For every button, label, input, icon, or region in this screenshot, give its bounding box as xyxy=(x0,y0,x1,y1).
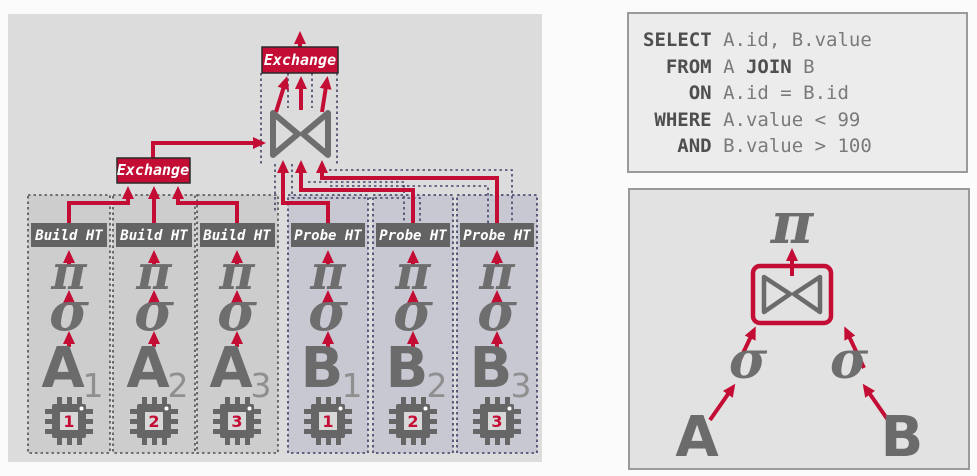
project-symbol: π xyxy=(770,190,815,257)
cpu-chip-icon: 3 xyxy=(213,397,261,445)
table-label: B xyxy=(881,405,924,468)
sql-text: A.value < 99 xyxy=(711,108,861,131)
pipeline-b2: Probe HT π σ B 2 2 xyxy=(376,223,450,445)
table-subscript: 2 xyxy=(168,366,189,405)
select-symbol: σ xyxy=(308,279,348,343)
select-symbol: σ xyxy=(217,279,257,343)
table-to-select-arrow xyxy=(862,383,890,422)
sql-keyword: SELECT xyxy=(643,29,712,51)
probe1-to-join-arrow xyxy=(277,160,330,223)
logical-plan-diagram: π σ σ A B xyxy=(675,190,924,468)
build3-to-exchange-arrow xyxy=(172,186,239,223)
join-box xyxy=(750,263,834,326)
cpu-chip-icon: 1 xyxy=(304,397,352,445)
sql-keyword: ON xyxy=(688,82,712,104)
table-subscript: 3 xyxy=(511,366,532,405)
table-label: A xyxy=(675,405,719,468)
sql-line: SELECT A.id, B.value xyxy=(643,27,952,54)
stage-box xyxy=(376,223,450,247)
select-symbol: σ xyxy=(477,279,517,343)
core-number: 3 xyxy=(231,412,242,431)
exchange-top-label: Exchange xyxy=(264,51,336,69)
pipeline-b3: Probe HT π σ B 3 3 xyxy=(460,223,534,445)
select-symbol: σ xyxy=(729,330,768,391)
sql-text: A.id = B.id xyxy=(711,82,849,104)
probe3-pipe-edge xyxy=(330,185,489,223)
cpu-chip-icon: 2 xyxy=(130,397,178,445)
cpu-chip-icon: 1 xyxy=(45,397,93,445)
stage-label: Probe HT xyxy=(294,228,362,244)
table-label: A xyxy=(126,336,170,401)
build1-to-exchange-arrow xyxy=(67,186,134,223)
select-to-join-arrow xyxy=(844,326,866,369)
stage-label: Probe HT xyxy=(379,228,447,244)
sql-line: ON A.id = B.id xyxy=(643,80,952,107)
stage-label: Probe HT xyxy=(463,228,531,244)
probe3-to-join-arrow xyxy=(316,160,499,223)
sql-line: AND B.value > 100 xyxy=(643,133,952,160)
sql-line: WHERE A.value < 99 xyxy=(643,107,952,134)
core-number: 3 xyxy=(491,412,502,431)
stage-box xyxy=(116,223,192,247)
stage-label: Build HT xyxy=(202,228,271,244)
table-label: B xyxy=(386,336,429,401)
cpu-chip-icon: 3 xyxy=(473,397,521,445)
sql-keyword: FROM xyxy=(665,55,712,78)
exchange-left-box xyxy=(116,157,191,184)
join-bowtie-icon xyxy=(270,110,331,158)
join-to-exchange-arrow xyxy=(274,76,290,113)
probe2-to-join-arrow xyxy=(295,160,415,223)
stage-label: Build HT xyxy=(34,228,103,244)
table-subscript: 2 xyxy=(427,366,448,405)
sql-text: B xyxy=(791,55,815,78)
stage-box xyxy=(460,223,534,247)
probe2-pipe-edge xyxy=(308,181,405,223)
table-label: B xyxy=(301,336,344,401)
pipeline-a1: Build HT π σ A 1 1 xyxy=(31,223,107,445)
core-number: 1 xyxy=(63,412,74,431)
pipeline-a2: Build HT π σ A 2 2 xyxy=(116,223,192,445)
probe2-pipe-edge xyxy=(292,197,421,223)
select-symbol: σ xyxy=(49,279,89,343)
join-to-exchange-arrow xyxy=(319,76,332,113)
table-subscript: 1 xyxy=(83,366,104,405)
table-subscript: 1 xyxy=(342,366,363,405)
pipeline-b1: Probe HT π σ B 1 1 xyxy=(291,223,365,445)
probe3-pipe-edge xyxy=(318,169,513,223)
sql-keyword: JOIN xyxy=(745,55,792,78)
sql-keyword: WHERE xyxy=(654,108,712,131)
table-label: B xyxy=(470,336,513,401)
stage-label: Build HT xyxy=(119,228,188,244)
cpu-chip-icon: 2 xyxy=(389,397,437,445)
stage-box xyxy=(31,223,107,247)
sql-query-panel: SELECT A.id, B.value FROM A JOIN B ON A.… xyxy=(627,12,968,173)
select-to-join-arrow xyxy=(734,326,756,369)
select-symbol: σ xyxy=(393,279,433,343)
exchange-top-box xyxy=(261,46,339,74)
exchange-left-label: Exchange xyxy=(117,161,189,179)
select-symbol: σ xyxy=(830,330,869,391)
exchange-to-join-arrow xyxy=(151,137,266,158)
physical-plan-diagram: Exchange Exchange Build HT xyxy=(27,31,538,454)
sql-text: A.id, B.value xyxy=(711,29,872,51)
stage-box xyxy=(291,223,365,247)
sql-keyword: AND xyxy=(677,135,712,157)
table-label: A xyxy=(41,336,85,401)
sql-line: FROM A JOIN B xyxy=(643,54,952,81)
select-symbol: σ xyxy=(134,279,174,343)
table-subscript: 3 xyxy=(251,366,272,405)
logical-plan-panel: π σ σ A B xyxy=(628,188,970,470)
sql-text: B.value > 100 xyxy=(711,135,872,157)
pipeline-a3: Build HT π σ A 3 3 xyxy=(200,223,275,445)
join-bowtie-icon xyxy=(761,274,823,315)
core-number: 2 xyxy=(148,412,159,431)
core-number: 2 xyxy=(407,412,418,431)
stage-box xyxy=(200,223,275,247)
table-to-select-arrow xyxy=(708,383,736,422)
core-number: 1 xyxy=(322,412,333,431)
table-label: A xyxy=(209,336,253,401)
physical-plan-panel: Exchange Exchange Build HT xyxy=(8,14,542,462)
sql-text: A xyxy=(711,55,746,78)
